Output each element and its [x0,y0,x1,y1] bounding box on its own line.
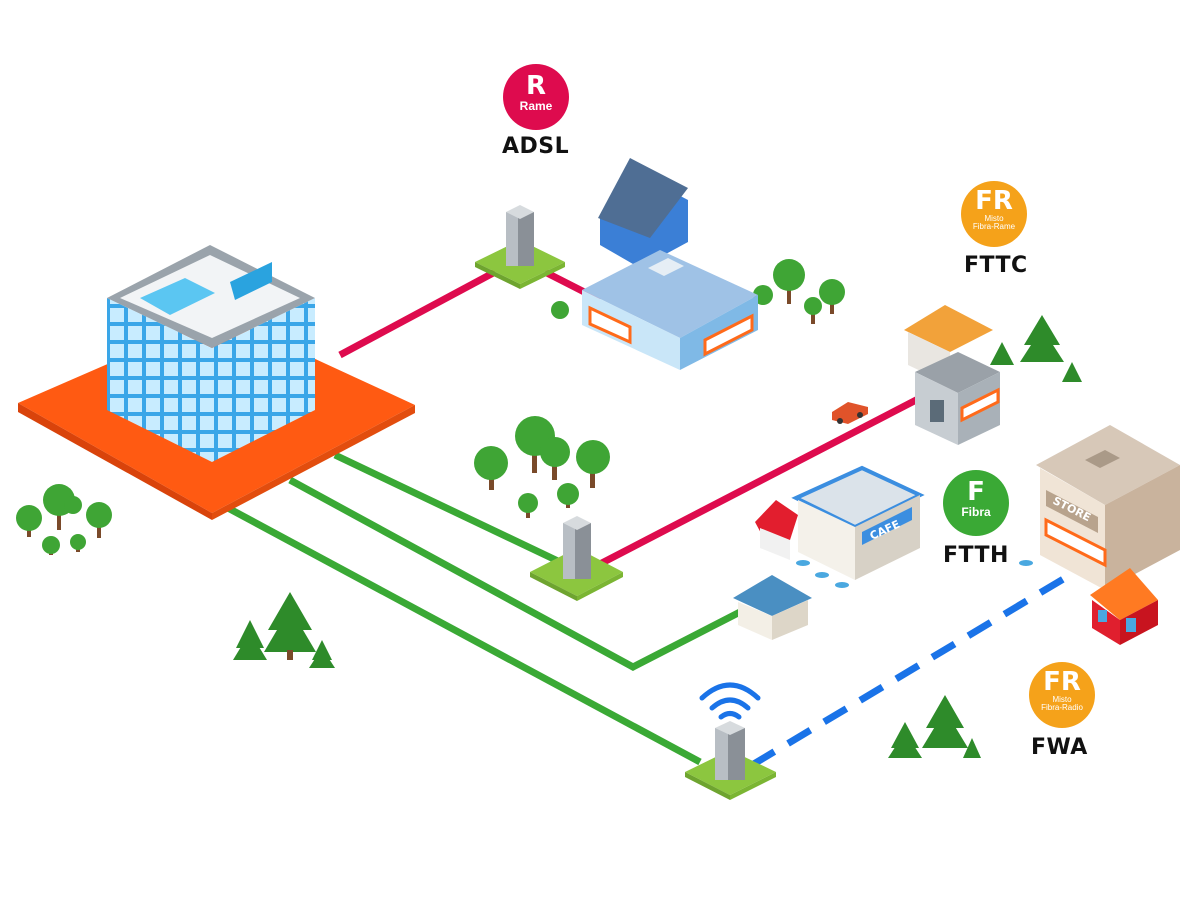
ftth-buildings: CAFE [733,465,1033,640]
fwa-tower [685,721,776,800]
fiber-line-ftth [288,476,742,671]
rame-badge: R Rame [503,64,569,130]
adsl-buildings [582,158,758,370]
rame-badge-letter: R [525,71,547,101]
radio-link-fwa [750,571,1072,769]
car-icon [832,402,868,424]
fibra-radio-badge-line2: Fibra-Radio [1041,703,1083,712]
rame-badge-medium: Rame [519,99,553,113]
fibra-badge-medium: Fibra [961,505,991,519]
fibra-radio-badge-line1: Misto [1052,695,1072,704]
fibra-rame-badge-line1: Misto [984,214,1004,223]
fttc-label: FTTC [964,253,1028,278]
fibra-radio-badge-letter: FR [1043,667,1081,697]
copper-line-adsl [338,268,497,359]
fibra-rame-badge: FR Misto Fibra-Rame [961,181,1027,247]
adsl-label: ADSL [502,134,570,159]
central-office [18,245,415,520]
trees [16,259,1082,758]
fttc-cabinet [530,516,623,601]
fwa-buildings: STORE [1036,425,1180,645]
wifi-signal-icon [699,682,761,720]
ftth-label: FTTH [943,543,1009,568]
fibra-radio-badge: FR Misto Fibra-Radio [1029,662,1095,728]
fiber-line-fwa [226,504,702,766]
fiber-line-fttc-cabinet [333,451,562,566]
fibra-badge: F Fibra [943,470,1009,536]
fibra-rame-badge-letter: FR [975,186,1013,216]
fibra-rame-badge-line2: Fibra-Rame [972,222,1016,231]
fibra-badge-letter: F [967,477,985,507]
connection-lines [226,268,1072,769]
copper-line-fttc [596,394,922,569]
adsl-cabinet [475,205,565,289]
fwa-label: FWA [1031,735,1088,760]
fttc-buildings [904,305,1000,445]
